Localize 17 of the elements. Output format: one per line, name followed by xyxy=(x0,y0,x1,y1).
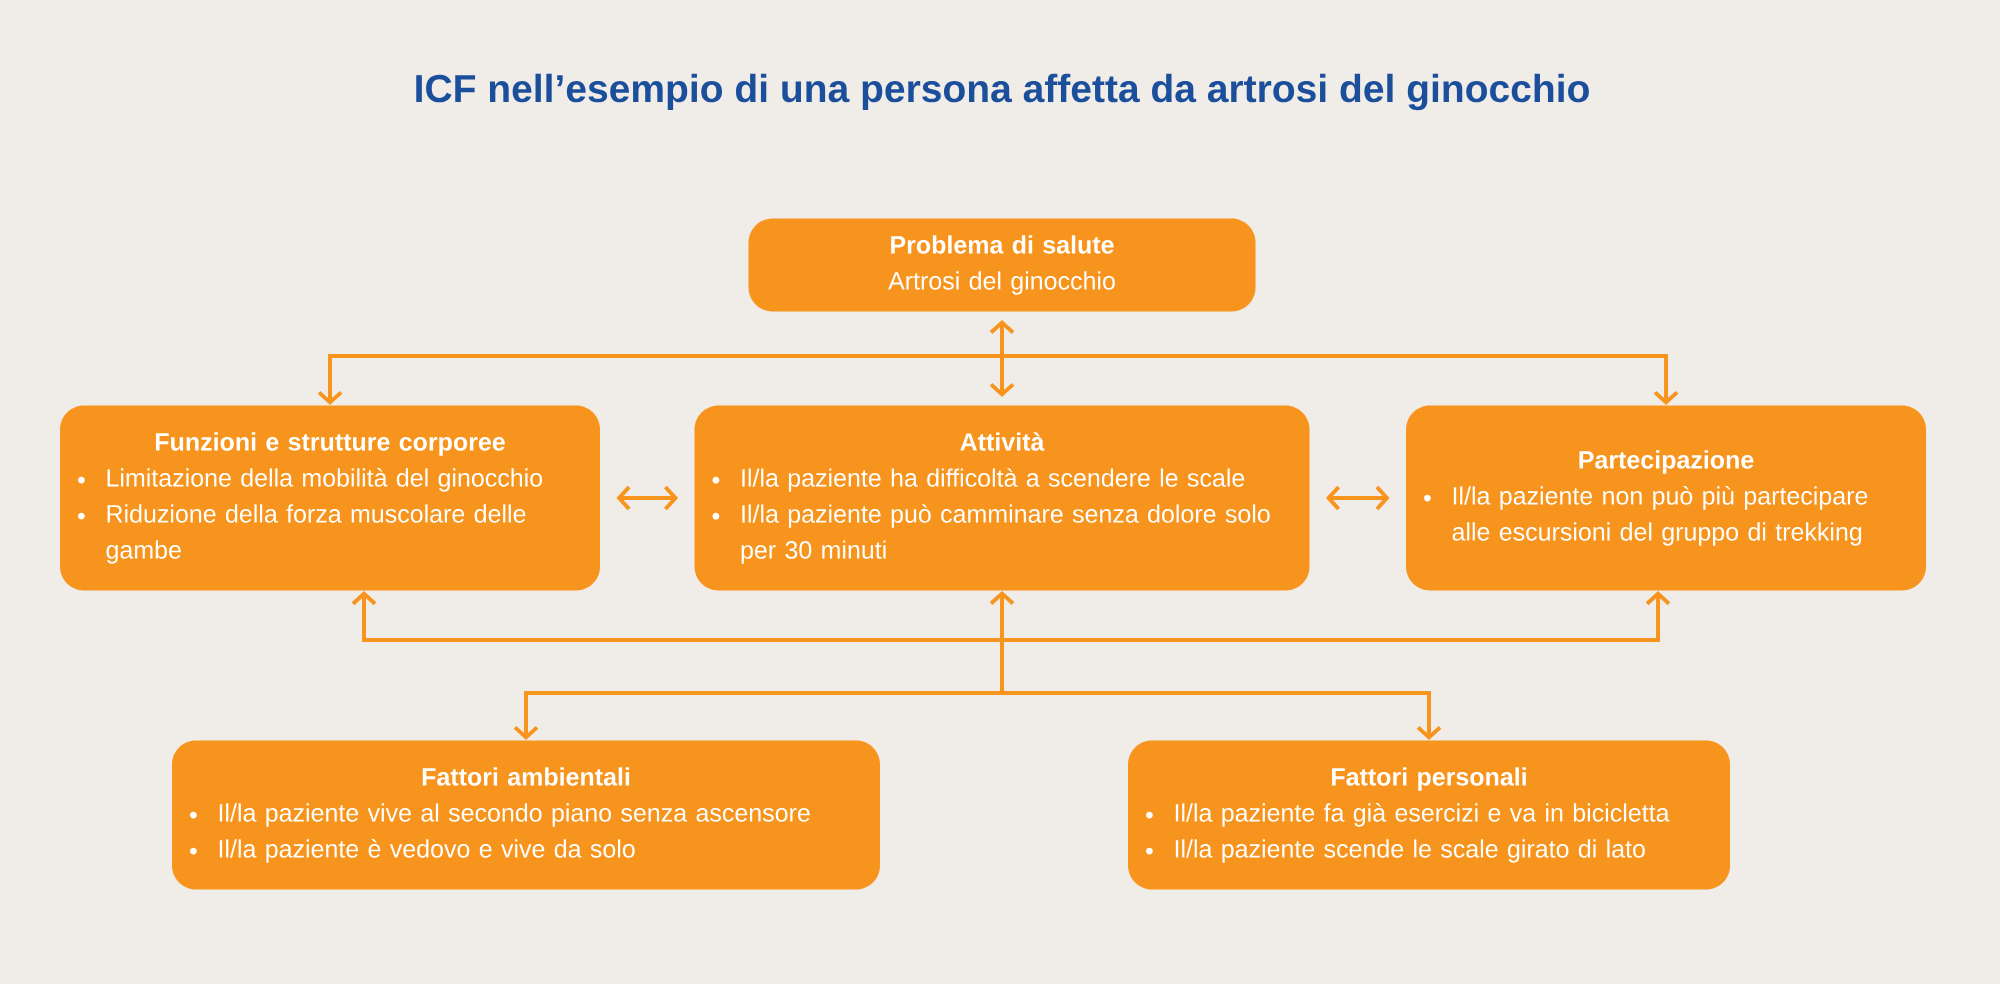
double-arrow xyxy=(989,319,1015,398)
arrow xyxy=(1002,691,1442,741)
category-box: Partecipazione Il/la paziente non può più partecipare alle escursioni del gruppo di trekking xyxy=(1406,405,1927,591)
arrow xyxy=(317,354,1002,406)
category-box: Attività Il/la paziente ha difficoltà a scendere le scale Il/la paziente può camminare senza dolore solo per 30 minuti xyxy=(694,405,1310,591)
arrow xyxy=(513,691,1002,741)
arrow xyxy=(1002,591,1671,642)
arrow xyxy=(351,591,1002,642)
category-box: Funzioni e strutture corporee Limitazione della mobilità del ginocchio Riduzione della forza muscolare delle gambe xyxy=(60,405,600,591)
arrow xyxy=(1002,354,1679,406)
double-arrow xyxy=(989,590,1015,693)
double-arrow xyxy=(616,485,679,511)
double-arrow xyxy=(1325,485,1390,511)
title: ICF nell’esempio di una persona affetta da artrosi del ginocchio xyxy=(416,73,1589,111)
category-box: Problema di salute Artrosi del ginocchio xyxy=(748,218,1256,312)
category-box: Fattori ambientali Il/la paziente vive al secondo piano senza ascensore Il/la paziente è vedovo e vive da solo xyxy=(172,740,880,890)
category-box: Fattori personali Il/la paziente fa già esercizi e va in bicicletta Il/la paziente scende le scale girato di lato xyxy=(1128,740,1731,890)
